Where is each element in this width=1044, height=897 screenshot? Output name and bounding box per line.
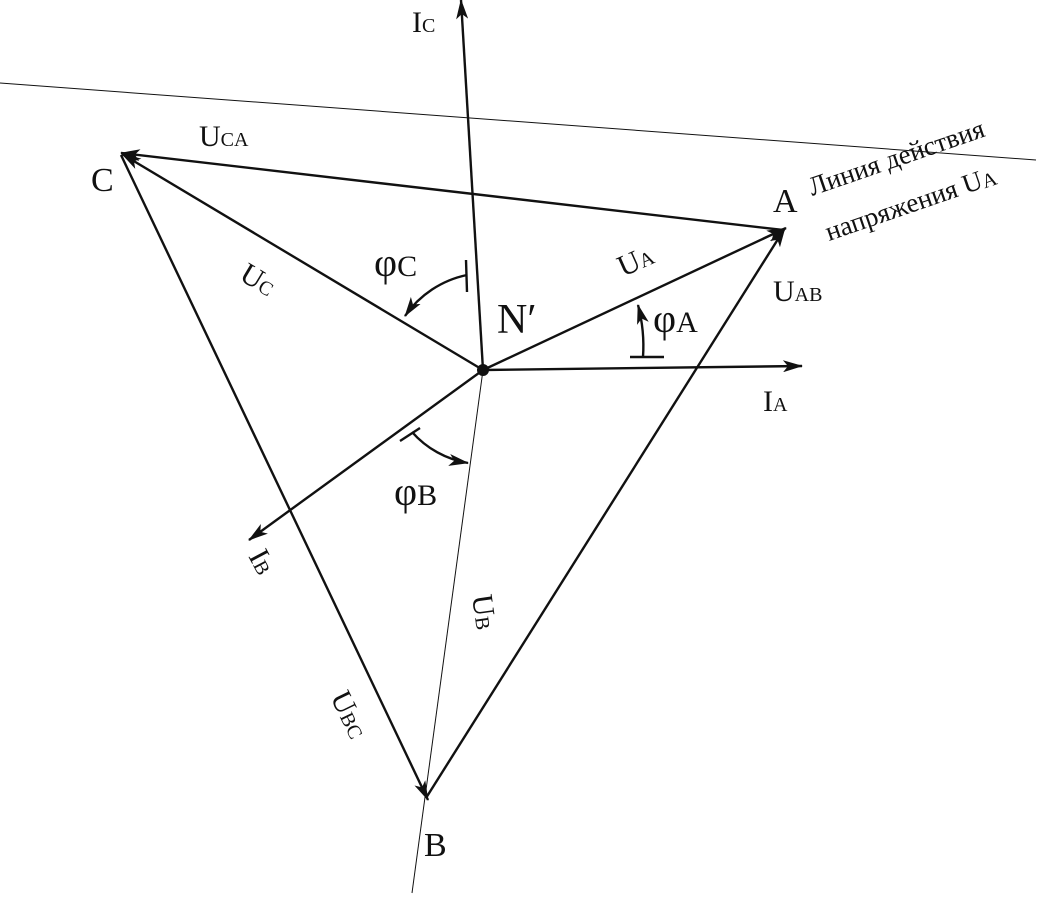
vertex-c-label: C xyxy=(91,162,114,199)
uab-vector xyxy=(424,227,787,799)
neutral-point-label: N′ xyxy=(497,297,537,343)
phi-c-arc xyxy=(404,273,468,317)
phi-c-tick xyxy=(464,259,469,293)
ubc-vector xyxy=(119,154,430,801)
neutral-point-dot xyxy=(477,364,489,376)
ua-vector xyxy=(482,226,787,372)
line-of-action-a xyxy=(0,82,1037,161)
phi-b-tick xyxy=(399,426,421,443)
ubc-label: UBC xyxy=(324,686,375,744)
phi-a-label: φA xyxy=(653,296,698,341)
uca-label: UCA xyxy=(199,120,249,153)
vertex-b-label: B xyxy=(424,827,447,864)
ia-vector xyxy=(482,360,803,373)
phi-a-arc xyxy=(636,304,649,358)
ib-label: IB xyxy=(242,544,282,580)
uab-label: UAB xyxy=(773,275,822,308)
ua-label: UA xyxy=(612,238,659,283)
ic-vector xyxy=(456,0,485,371)
ub-label: UB xyxy=(465,592,503,631)
uc-vector xyxy=(121,152,484,372)
uca-vector xyxy=(120,149,784,232)
phi-b-label: φB xyxy=(394,469,437,514)
phi-c-label: φC xyxy=(374,240,417,285)
uc-label: UC xyxy=(234,257,281,303)
vertex-a-label: A xyxy=(773,183,798,220)
line-of-action-b xyxy=(411,369,484,894)
ic-label: IC xyxy=(412,6,435,39)
ia-label: IA xyxy=(763,385,788,418)
phi-b-arc xyxy=(411,431,469,466)
ib-vector xyxy=(248,369,484,541)
